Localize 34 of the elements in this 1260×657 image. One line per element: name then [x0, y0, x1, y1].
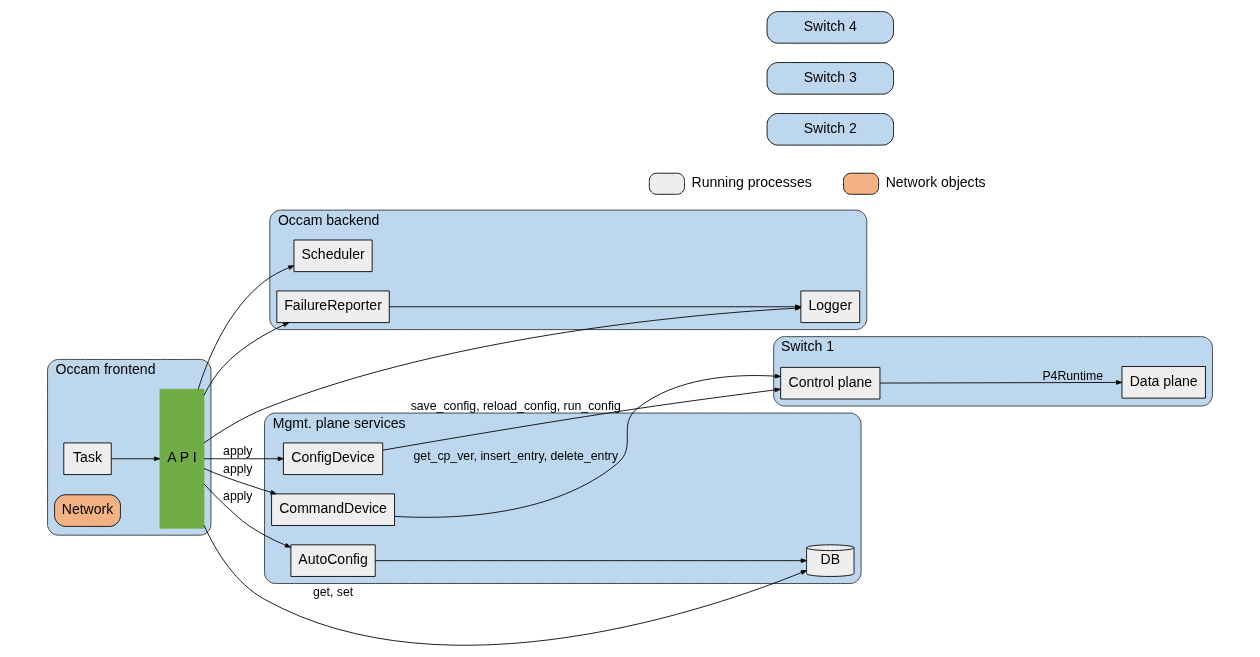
- arrow: [110, 456, 161, 462]
- legend-label: Running processes: [691, 174, 812, 191]
- node-box: Control plane: [780, 366, 881, 400]
- node-box: CommandDevice: [271, 493, 395, 526]
- node-box: ConfigDevice: [283, 442, 384, 475]
- node-box: Switch 4: [766, 11, 894, 44]
- arrow: [203, 456, 284, 462]
- arrow: [382, 387, 781, 451]
- arrow: [879, 380, 1123, 385]
- node-box: Scheduler: [293, 239, 373, 273]
- arrow: [203, 322, 290, 396]
- arrow: [203, 483, 291, 548]
- node-box: FailureReporter: [276, 290, 390, 323]
- edge-label: get, set: [312, 584, 354, 599]
- edge-label: save_config, reload_config, run_config: [410, 398, 621, 413]
- arrow: [203, 468, 277, 495]
- edge-label: apply: [223, 489, 253, 504]
- node-box: Switch 2: [766, 113, 894, 146]
- node-box: Task: [63, 442, 112, 475]
- arrow: [203, 524, 807, 646]
- edge-label: apply: [223, 461, 253, 476]
- edge-label: apply: [223, 444, 253, 459]
- node-box: Logger: [800, 290, 861, 323]
- node-box: AutoConfig: [290, 544, 376, 577]
- node-box: Network: [54, 494, 121, 527]
- legend-label: Network objects: [885, 174, 986, 191]
- edge-label: get_cp_ver, insert_entry, delete_entry: [413, 448, 619, 463]
- node-box: A P I: [159, 388, 205, 529]
- edge-label: P4Runtime: [1042, 368, 1104, 383]
- arrow: [394, 373, 781, 518]
- node-box: Switch 3: [766, 62, 894, 95]
- node-box: Data plane: [1121, 366, 1206, 399]
- arrow: [197, 265, 295, 390]
- arrow: [374, 558, 807, 563]
